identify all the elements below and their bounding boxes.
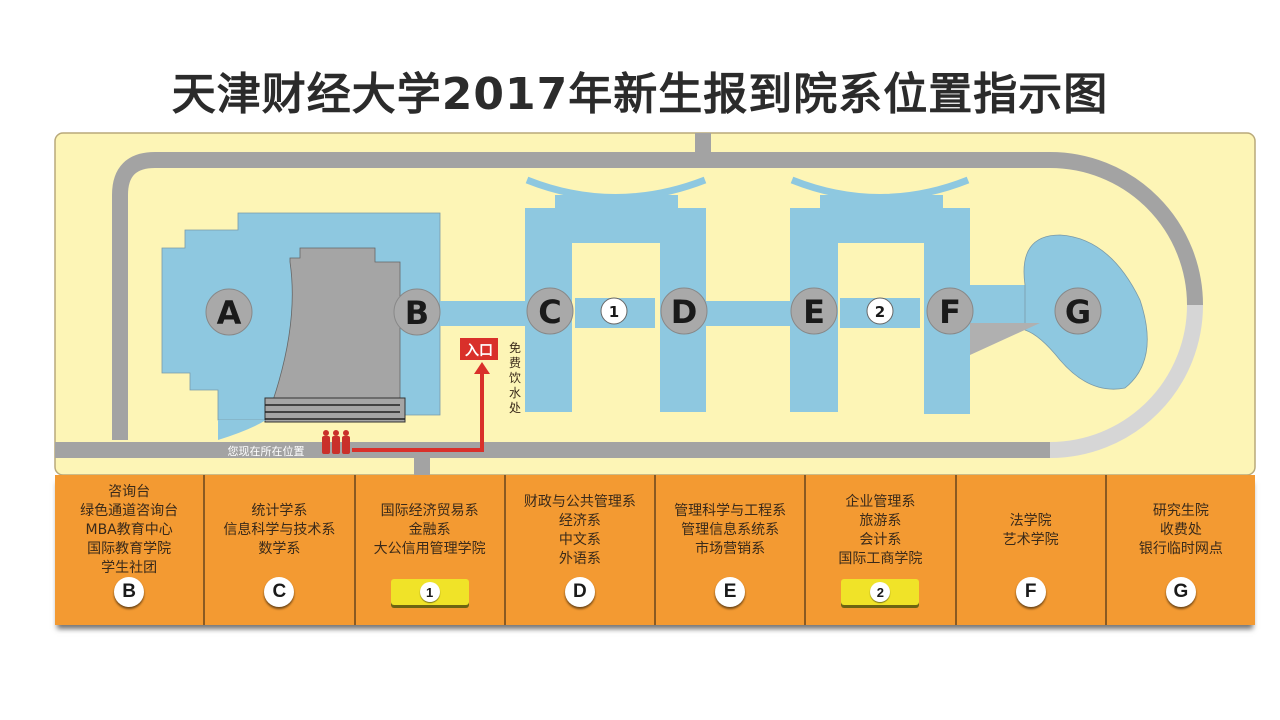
entrance-sign: 入口 (460, 338, 498, 360)
water-station-label: 免 费 饮 水 处 (509, 340, 521, 415)
legend-line: 市场营销系 (695, 541, 766, 557)
legend-marker-2: 2 (870, 582, 891, 602)
svg-text:1: 1 (609, 303, 619, 321)
svg-text:饮: 饮 (509, 371, 521, 385)
svg-text:G: G (1065, 293, 1091, 331)
svg-text:水: 水 (509, 386, 521, 400)
legend-marker-d: D (564, 577, 595, 607)
legend-plate-1: 1 (390, 579, 469, 605)
legend-line: 旅游系 (859, 512, 902, 529)
legend-line: 金融系 (408, 522, 451, 538)
department-legend: 咨询台 绿色通道咨询台 MBA教育中心 国际教育学院 学生社团 B 统计学系 信… (55, 475, 1255, 625)
legend-panel-1: 国际经济贸易系 金融系 大公信用管理学院 1 (353, 475, 504, 625)
marker-2[interactable]: 2 (866, 297, 894, 325)
legend-marker-b: B (114, 577, 145, 607)
legend-line: 企业管理系 (845, 493, 916, 510)
legend-marker-f: F (1015, 577, 1046, 607)
svg-text:入口: 入口 (465, 343, 493, 359)
svg-text:费: 费 (509, 356, 521, 370)
marker-1[interactable]: 1 (600, 297, 628, 325)
page-title: 天津财经大学2017年新生报到院系位置指示图 (171, 69, 1109, 120)
svg-text:免: 免 (509, 340, 521, 355)
legend-line: 管理信息系统系 (681, 522, 780, 538)
legend-line: 法学院 (1009, 512, 1052, 529)
legend-panel-b: 咨询台 绿色通道咨询台 MBA教育中心 国际教育学院 学生社团 B (55, 475, 204, 625)
legend-plate-2: 2 (841, 579, 920, 605)
svg-text:E: E (803, 293, 825, 331)
legend-line: 银行临时网点 (1138, 541, 1223, 557)
marker-a[interactable]: A (205, 288, 253, 336)
legend-line: 咨询台 (108, 484, 151, 500)
marker-g[interactable]: G (1054, 287, 1102, 335)
legend-line: 国际经济贸易系 (380, 503, 479, 519)
legend-line: 绿色通道咨询台 (80, 503, 179, 519)
legend-panel-f: 法学院 艺术学院 F (954, 475, 1105, 625)
legend-line: 国际教育学院 (87, 541, 172, 557)
you-are-here: 您现在所在位置 (228, 430, 350, 458)
legend-line: 会计系 (859, 531, 902, 548)
legend-marker-g: G (1165, 577, 1196, 607)
building-cd (525, 176, 707, 412)
legend-panel-g: 研究生院 收费处 银行临时网点 G (1104, 475, 1255, 625)
legend-panel-c: 统计学系 信息科学与技术系 数学系 C (203, 475, 354, 625)
legend-line: 艺术学院 (1002, 531, 1059, 548)
marker-e[interactable]: E (790, 287, 838, 335)
legend-marker-e: E (715, 577, 746, 607)
legend-line: 外语系 (558, 550, 601, 567)
svg-text:D: D (671, 293, 698, 331)
svg-text:A: A (217, 294, 242, 332)
marker-c[interactable]: C (526, 287, 574, 335)
map-markers: A B C 1 D E 2 F (205, 287, 1102, 336)
legend-line: 学生社团 (101, 560, 158, 576)
svg-text:F: F (939, 293, 961, 331)
legend-line: 收费处 (1159, 522, 1202, 538)
legend-panel-d: 财政与公共管理系 经济系 中文系 外语系 D (503, 475, 654, 625)
legend-panel-2: 企业管理系 旅游系 会计系 国际工商学院 2 (804, 475, 955, 625)
legend-line: 中文系 (558, 531, 601, 548)
legend-line: 信息科学与技术系 (223, 522, 336, 538)
svg-text:您现在所在位置: 您现在所在位置 (228, 444, 305, 458)
legend-line: 国际工商学院 (838, 550, 923, 567)
legend-marker-c: C (264, 577, 295, 607)
legend-line: 财政与公共管理系 (523, 493, 636, 510)
legend-line: 数学系 (258, 541, 301, 557)
legend-line: 研究生院 (1152, 503, 1209, 519)
svg-text:处: 处 (509, 401, 521, 415)
marker-f[interactable]: F (926, 287, 974, 335)
legend-line: 大公信用管理学院 (373, 541, 486, 557)
road-network (55, 133, 1203, 475)
entrance-route (352, 362, 490, 452)
building-a (161, 212, 441, 440)
svg-text:2: 2 (875, 303, 885, 321)
svg-text:C: C (538, 293, 561, 331)
legend-line: 统计学系 (251, 503, 308, 519)
marker-d[interactable]: D (660, 287, 708, 335)
legend-marker-1: 1 (419, 582, 440, 602)
legend-panel-e: 管理科学与工程系 管理信息系统系 市场营销系 E (654, 475, 805, 625)
building-ef (790, 176, 970, 414)
people-icon (322, 430, 350, 454)
svg-text:B: B (405, 294, 429, 332)
legend-line: 管理科学与工程系 (674, 503, 787, 519)
marker-b[interactable]: B (393, 288, 441, 336)
legend-line: MBA教育中心 (85, 522, 173, 538)
legend-line: 经济系 (558, 512, 601, 529)
